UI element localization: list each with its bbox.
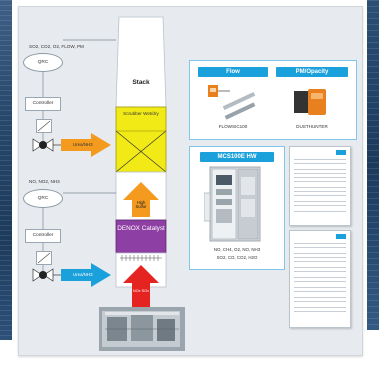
mcs100e-cabinet-icon — [204, 166, 261, 242]
diagram-panel: Stack Scrubber Wet/dry High Sulfur DENOX… — [18, 6, 363, 356]
lower-injection-arrow — [61, 263, 111, 287]
flow-pm-card: Flow PM/Opacity FLOWSIC100 DUSTHUNTER — [189, 60, 357, 140]
certificate-document-top — [289, 146, 351, 226]
dusthunter-device-icon — [294, 89, 326, 115]
high-sulfur-label: High Sulfur — [135, 200, 147, 210]
upper-controller-box: Controller — [25, 97, 61, 111]
flow-title: Flow — [198, 67, 268, 77]
upper-injection-label: Urea/NH3 — [73, 142, 93, 147]
mcs100e-card: MCS100E HW NO, CH4, O2, NO, NH3 SO2, CO,… — [189, 146, 285, 270]
pm-opacity-title: PM/Opacity — [276, 67, 348, 77]
stack-diagram — [32, 16, 185, 351]
lower-gas-list: NO, NO2, NH3 — [29, 179, 60, 184]
water-background-left — [0, 0, 12, 340]
lower-converter-box — [36, 251, 52, 265]
stack-top — [115, 16, 167, 108]
denox-label: DENOX Catalyst — [117, 225, 165, 232]
lower-valve-icon — [39, 271, 47, 279]
high-sulfur-arrow — [123, 182, 159, 217]
upper-controller-label: Controller — [32, 101, 54, 106]
mcs100e-gases-line1: NO, CH4, O2, NO, NH3 — [213, 247, 261, 252]
upper-gas-list: SO2, CO2, O2, FLOW, PM — [29, 44, 84, 49]
lower-qal-box: QRC — [23, 189, 63, 208]
dusthunter-label: DUSTHUNTER — [296, 124, 328, 129]
lower-controller-box: Controller — [25, 229, 61, 243]
denox-catalyst-section — [115, 219, 167, 254]
mcs100e-title: MCS100E HW — [200, 152, 274, 162]
mcs100e-gases-line2: SO2, CO, CO2, H2O — [216, 255, 258, 260]
lower-injection-label: Urea/NH3 — [73, 272, 93, 277]
lower-qal-label: QRC — [37, 196, 49, 201]
nox-sox-arrow — [123, 265, 159, 307]
upper-injection-arrow — [61, 133, 111, 157]
certificate-document-bottom — [289, 230, 351, 328]
scrubber-section — [115, 106, 167, 173]
water-background-right — [367, 0, 379, 330]
upper-converter-box — [36, 119, 52, 133]
scrubber-label: Scrubber Wet/dry — [123, 111, 159, 116]
lower-controller-label: Controller — [32, 233, 54, 238]
upper-valve-icon — [39, 141, 47, 149]
flowsic100-label: FLOWSIC100 — [218, 124, 248, 129]
upper-qal-box: QRC — [23, 53, 63, 72]
nox-sox-label: NOx SOx — [132, 289, 150, 293]
flowsic100-device-icon — [208, 85, 256, 120]
stack-label: Stack — [132, 79, 150, 86]
upper-qal-label: QRC — [37, 60, 49, 65]
